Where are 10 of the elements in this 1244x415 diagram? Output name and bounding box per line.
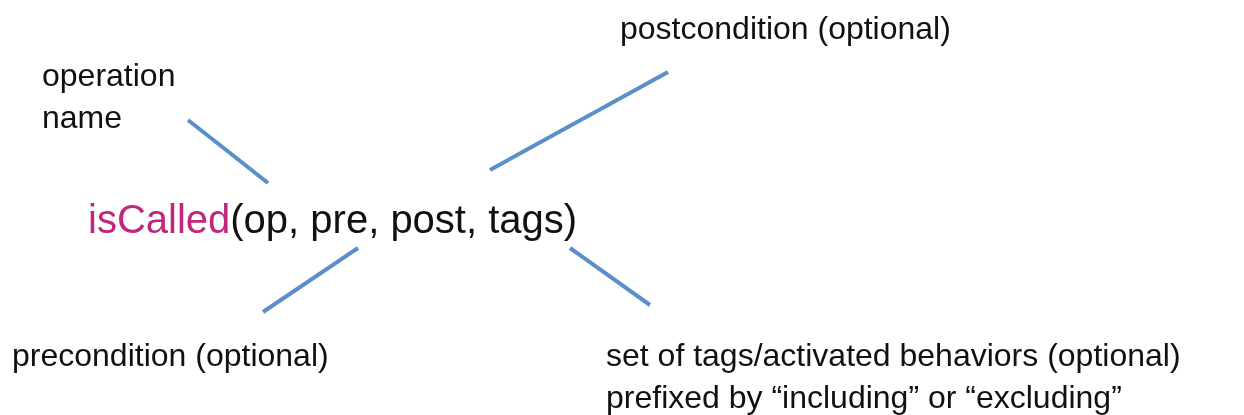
leader-line [186, 118, 270, 185]
annotation-label: postcondition (optional) [620, 7, 1040, 49]
annotation-label: set of tags/activated behaviors (optional) prefixed by “including” or “excluding” [606, 334, 1236, 415]
leader-line [568, 246, 652, 307]
annotation-label: operation name [42, 54, 232, 138]
parameter-list: (op, pre, post, tags) [230, 197, 578, 241]
annotation-label: precondition (optional) [12, 334, 432, 376]
function-name: isCalled [88, 197, 231, 241]
leader-line [489, 70, 669, 172]
leader-line [261, 246, 360, 314]
